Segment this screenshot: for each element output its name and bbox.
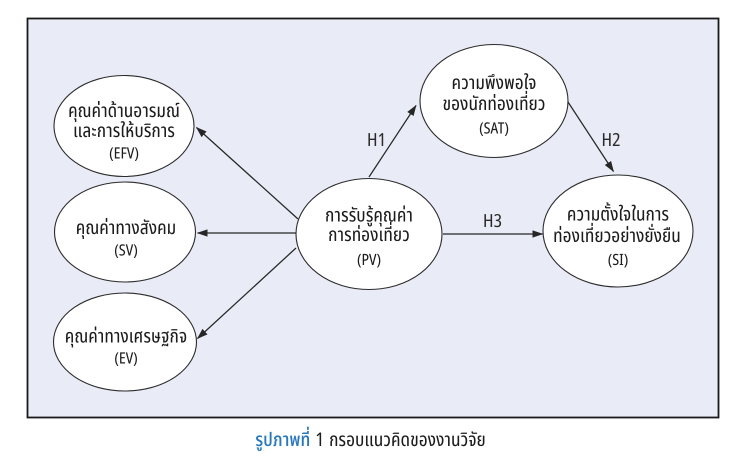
node-si-line2: ท่องเที่ยวอย่างยั่งยืน bbox=[553, 222, 681, 251]
node-ev-ellipse bbox=[52, 292, 198, 392]
node-sat: ความพึงพอใจ ของนักท่องเที่ยว (SAT) bbox=[419, 43, 569, 159]
node-pv: การรับรู้คุณค่า การท่องเที่ยว (PV) bbox=[295, 177, 443, 291]
node-efv-line2: และการให้บริการ bbox=[73, 117, 175, 146]
node-ev-line2: (EV) bbox=[114, 348, 137, 371]
node-sat-line1: ความพึงพอใจ bbox=[452, 69, 537, 98]
node-efv-ellipse bbox=[53, 74, 195, 178]
figure-caption: รูปภาพที่ 1 กรอบแนวคิดของงานวิจัย bbox=[0, 428, 747, 454]
caption-title: กรอบแนวคิดของงานวิจัย bbox=[329, 426, 486, 455]
caption-label: รูปภาพที่ bbox=[255, 426, 311, 455]
edge-pv-sat bbox=[368, 104, 417, 178]
edges bbox=[195, 101, 615, 340]
edge-pv-efv bbox=[195, 126, 299, 220]
node-sv-line2: (SV) bbox=[114, 240, 137, 263]
node-si: ความตั้งใจในการ ท่องเที่ยวอย่างยั่งยืน (… bbox=[542, 174, 694, 288]
edge-pv-ev bbox=[196, 247, 297, 340]
node-pv-ellipse bbox=[295, 177, 443, 291]
node-pv-line3: (PV) bbox=[357, 249, 381, 272]
node-si-line1: ความตั้งใจในการ bbox=[567, 201, 669, 230]
node-pv-line1: การรับรู้คุณค่า bbox=[325, 202, 413, 231]
node-sat-line2: ของนักท่องเที่ยว bbox=[443, 90, 546, 119]
caption-number: 1 bbox=[315, 426, 325, 455]
node-sv: คุณค่าทางสังคม (SV) bbox=[53, 181, 197, 283]
node-efv-line3: (EFV) bbox=[109, 143, 139, 166]
edge-sat-si bbox=[567, 101, 615, 173]
node-ev: คุณค่าทางเศรษฐกิจ (EV) bbox=[52, 292, 198, 392]
edge-label-h1: H1 bbox=[367, 128, 386, 155]
node-efv-line1: คุณค่าด้านอารมณ์ bbox=[68, 97, 180, 126]
node-sat-line3: (SAT) bbox=[479, 118, 509, 141]
node-sv-line1: คุณค่าทางสังคม bbox=[76, 214, 176, 243]
node-sv-ellipse bbox=[53, 181, 197, 283]
edge-label-h2: H2 bbox=[602, 128, 621, 155]
node-ev-line1: คุณค่าทางเศรษฐกิจ bbox=[65, 323, 187, 352]
node-si-ellipse bbox=[542, 174, 694, 288]
node-pv-line2: การท่องเที่ยว bbox=[328, 221, 410, 250]
edge-label-h3: H3 bbox=[483, 209, 502, 236]
node-si-line3: (SI) bbox=[608, 249, 629, 272]
node-efv: คุณค่าด้านอารมณ์ และการให้บริการ (EFV) bbox=[53, 74, 195, 178]
framework-diagram: H1 H3 H2 คุณค่าด้านอารมณ์ และการให้บริกา… bbox=[26, 17, 720, 419]
node-sat-ellipse bbox=[419, 43, 569, 159]
